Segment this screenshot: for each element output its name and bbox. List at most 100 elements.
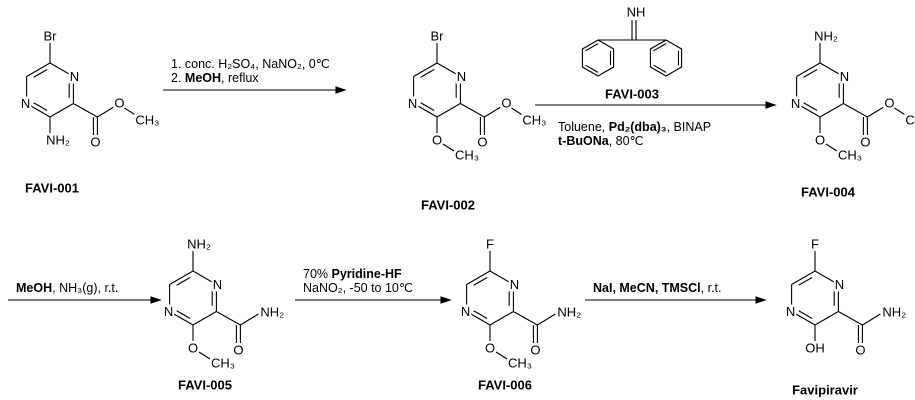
condition-line: 2. MeOH, reflux [171, 71, 259, 85]
bond [420, 102, 435, 111]
bond [838, 311, 863, 326]
bond [798, 310, 813, 319]
compound-label: FAVI-005 [178, 378, 232, 393]
bond [26, 62, 51, 77]
ester-methyl: CH₃ [135, 113, 159, 128]
label-backdrop [485, 237, 495, 251]
bond [489, 311, 514, 326]
label-backdrop [89, 135, 102, 149]
label-backdrop [420, 198, 476, 212]
label-backdrop [259, 305, 286, 319]
label-backdrop [476, 135, 489, 149]
top-substituent: Br [44, 29, 58, 44]
condition-text: , r.t. [701, 281, 722, 295]
methoxy-methyl: CH₃ [838, 148, 862, 163]
bond [473, 310, 488, 319]
bond [33, 102, 48, 111]
ring-nitrogen: N [835, 277, 844, 292]
label-backdrop [507, 356, 534, 370]
arrowhead-icon [335, 86, 347, 94]
label-backdrop [45, 133, 71, 147]
label-backdrop [477, 378, 533, 392]
methoxy-methyl: CH₃ [211, 356, 235, 371]
condition-line: Toluene, Pd₂(dba)₃, BINAP [558, 120, 711, 134]
reaction-arrow-step-1: 1. conc. H₂SO₄, NaNO₂, 0℃2. MeOH, reflux [163, 57, 347, 94]
condition-text: , NH₃(g), r.t. [52, 281, 118, 295]
label-backdrop [113, 96, 126, 110]
ring-nitrogen: N [510, 277, 519, 292]
compound-label: FAVI-002 [421, 198, 475, 213]
bond [803, 69, 818, 78]
condition-text: Pd₂(dba)₃ [609, 120, 667, 134]
label-backdrop [406, 96, 419, 111]
bond [442, 143, 455, 152]
label-backdrop [186, 237, 212, 251]
top-substituent: F [486, 237, 494, 252]
ring-nitrogen: N [408, 96, 417, 111]
label-backdrop [508, 277, 521, 292]
ring-nitrogen: N [213, 277, 222, 292]
ring-nitrogen: N [21, 96, 30, 111]
condition-line: 70% Pyridine-HF [303, 267, 402, 281]
ring-nitrogen: N [461, 304, 470, 319]
bond [796, 62, 821, 77]
label-backdrop [604, 87, 660, 101]
phenyl-ring [649, 39, 683, 77]
condition-line: 1. conc. H₂SO₄, NaNO₂, 0℃ [171, 57, 330, 71]
compound-favi-004: NH₂OCH₃OOCH₃NNFAVI-004 [789, 29, 915, 200]
label-backdrop [859, 135, 872, 149]
label-backdrop [210, 356, 237, 370]
label-backdrop [804, 341, 826, 355]
label-backdrop [813, 29, 839, 43]
bond [240, 313, 259, 326]
bond [511, 107, 523, 116]
condition-text: , 80℃ [609, 134, 644, 148]
bond [803, 102, 818, 111]
top-substituent: F [811, 237, 819, 252]
label-backdrop [500, 96, 513, 110]
bond [33, 69, 48, 78]
ester-oxygen: O [884, 96, 894, 111]
label-backdrop [177, 378, 233, 392]
bond [169, 270, 194, 285]
label-backdrop [791, 383, 859, 397]
label-backdrop [833, 277, 846, 292]
methoxy-oxygen: O [485, 341, 495, 356]
bond [894, 107, 906, 116]
label-backdrop [529, 343, 542, 357]
reagent-label: FAVI-003 [605, 87, 659, 102]
reaction-arrow-step-5: NaI, MeCN, TMSCl, r.t. [585, 281, 767, 304]
top-substituent: NH₂ [187, 237, 211, 252]
condition-line: t-BuONa, 80℃ [558, 134, 644, 148]
carbonyl-oxygen: O [90, 135, 100, 150]
condition-text: MeOH [185, 71, 221, 85]
methoxy-oxygen: O [188, 341, 198, 356]
label-backdrop [455, 69, 468, 84]
label-backdrop [186, 341, 200, 355]
amide-nh2: NH₂ [260, 305, 284, 320]
bond [843, 103, 868, 118]
condition-text: Toluene, [558, 120, 609, 134]
condition-text: , reflux [221, 71, 259, 85]
compound-label: FAVI-004 [801, 185, 856, 200]
bond [537, 313, 556, 326]
label-backdrop [430, 133, 444, 147]
carbonyl-oxygen: O [233, 343, 243, 358]
condition-text: NaNO₂, -50 to 10℃ [303, 281, 413, 295]
label-backdrop [483, 341, 497, 355]
compound-label: Favipiravir [792, 383, 858, 398]
bond [814, 311, 839, 326]
carbonyl-oxygen: O [855, 343, 865, 358]
ester-oxygen: O [501, 96, 511, 111]
bond [791, 270, 816, 285]
bond [198, 351, 211, 360]
arrowhead-icon [755, 296, 767, 304]
label-backdrop [24, 181, 80, 195]
bond [825, 143, 838, 152]
condition-text: , BINAP [667, 120, 711, 134]
